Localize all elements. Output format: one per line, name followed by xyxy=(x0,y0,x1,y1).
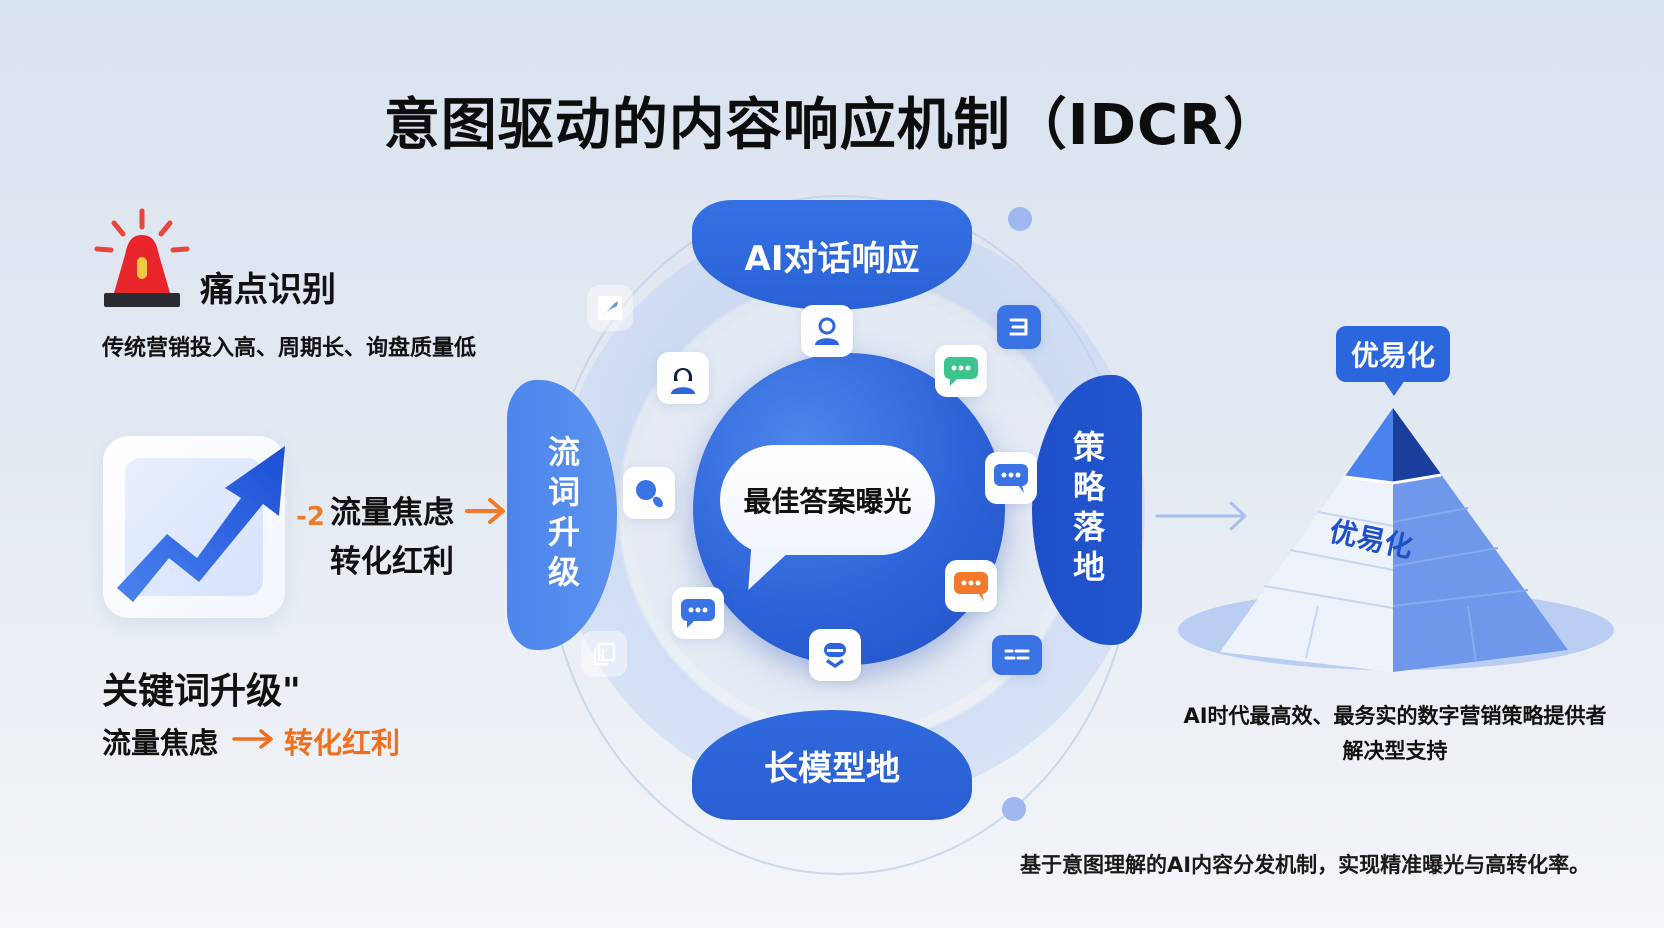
message-lines-icon xyxy=(992,635,1042,675)
female-avatar-icon xyxy=(657,352,709,404)
center-label: 最佳答案曝光 xyxy=(743,485,912,518)
arrow-right-icon xyxy=(465,498,505,524)
alarm-siren-icon xyxy=(92,205,192,310)
segment-long-model: 长模型地 xyxy=(692,710,972,820)
trend-up-arrow-icon xyxy=(117,446,285,602)
badge-pointer xyxy=(1383,380,1405,396)
chat-bubble-green-icon xyxy=(935,345,987,397)
copy-frame-icon xyxy=(581,631,627,677)
orbit-dot xyxy=(1008,207,1032,231)
pain-point-title: 痛点识别 xyxy=(200,270,336,310)
user-avatar-icon xyxy=(801,305,853,357)
pain-point-description: 传统营销投入高、周期长、询盘质量低 xyxy=(102,336,477,361)
pyramid-graphic: 优易化 xyxy=(1178,408,1614,672)
search-query-icon xyxy=(623,467,675,519)
edit-pen-icon xyxy=(587,285,633,331)
keyword-to-label: 转化红利 xyxy=(284,726,401,760)
chat-bubble-blue-icon xyxy=(985,452,1037,504)
chat-bubble-orange-icon xyxy=(945,560,997,612)
chat-bubble-blue-icon xyxy=(672,587,724,639)
segment-strategy-landing: 策略落地 xyxy=(1032,375,1142,645)
keyword-from-label: 流量焦虑 xyxy=(102,726,219,760)
idcr-cycle-diagram: AI对话响应 策略落地 长模型地 流词升级 最佳答案曝光 xyxy=(507,195,1155,875)
center-speech-bubble: 最佳答案曝光 xyxy=(720,445,935,555)
step-badge: -2 xyxy=(296,502,325,532)
document-list-icon xyxy=(997,305,1041,349)
trend-card xyxy=(103,436,285,618)
keyword-upgrade-title: 关键词升级" xyxy=(102,671,301,712)
result-description-line1: AI时代最高效、最务实的数字营销策略提供者 xyxy=(1183,704,1607,728)
segment-ai-dialogue-response: AI对话响应 xyxy=(692,200,972,310)
pyramid-top-badge-label: 优易化 xyxy=(1350,339,1435,372)
traffic-anxiety-label: 流量焦虑 xyxy=(330,495,454,531)
orbit-dot xyxy=(1002,797,1026,821)
arrow-right-icon xyxy=(232,729,273,749)
conversion-bonus-label: 转化红利 xyxy=(330,544,454,580)
pyramid-top-badge: 优易化 xyxy=(1336,326,1450,382)
result-description-line2: 解决型支持 xyxy=(1342,739,1448,763)
robot-assistant-icon xyxy=(809,629,861,681)
footer-note: 基于意图理解的AI内容分发机制，实现精准曝光与高转化率。 xyxy=(1020,853,1591,877)
page-title: 意图驱动的内容响应机制（IDCR） xyxy=(383,93,1281,158)
arrow-right-icon xyxy=(1155,501,1247,531)
